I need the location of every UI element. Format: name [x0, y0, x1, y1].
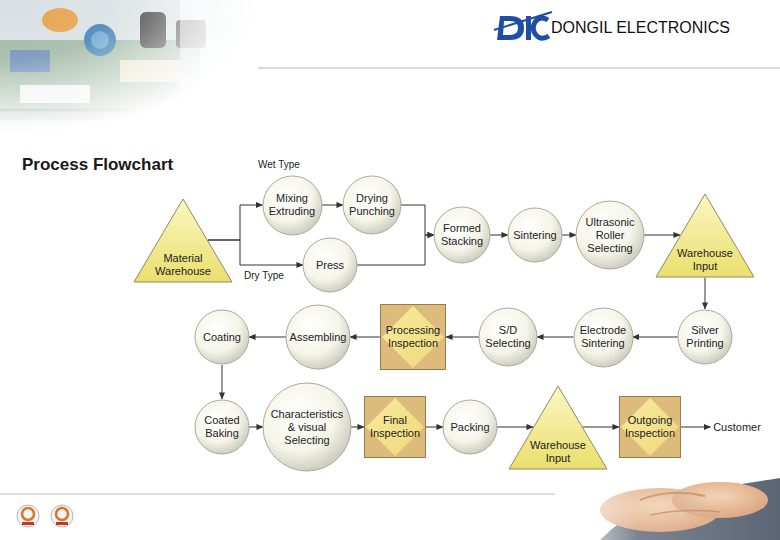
node-label: Coating: [203, 331, 242, 344]
flow-connector: [208, 240, 303, 265]
header-rule: [258, 68, 780, 69]
node-label: Drying Punching: [349, 192, 396, 218]
flow-connector: [426, 427, 443, 428]
node-label: Press: [315, 259, 345, 272]
flow-connector: [644, 235, 680, 236]
flow-connector: [208, 205, 263, 240]
node-label: Packing: [450, 421, 491, 434]
branch-label: Dry Type: [244, 270, 284, 281]
company-logo: [494, 12, 552, 40]
node-label: Processing Inspection: [385, 324, 441, 350]
flow-connector: [497, 427, 533, 428]
process-circle: Ultrasonic Roller Selecting: [575, 200, 645, 270]
process-circle: Characteristics & visual Selecting: [262, 382, 352, 472]
branch-label: Wet Type: [258, 159, 300, 170]
flow-connector: [357, 235, 434, 265]
process-circle: Packing: [442, 399, 498, 455]
process-circle: Drying Punching: [342, 175, 402, 235]
company-name: DONGIL ELECTRONICS: [551, 19, 730, 37]
flow-connector: [562, 235, 576, 236]
node-label: Warehouse Input: [530, 439, 587, 465]
node-label: S/D Selecting: [485, 324, 532, 350]
process-circle: Mixing Extruding: [262, 175, 323, 236]
node-label: Coated Baking: [204, 414, 241, 440]
flow-connector: [249, 337, 286, 338]
certification-logos: [17, 505, 73, 527]
flow-connector: [222, 365, 223, 399]
flow-connector: [681, 427, 711, 428]
process-circle: S/D Selecting: [478, 307, 538, 367]
node-label: Mixing Extruding: [268, 192, 316, 218]
node-label: Warehouse Input: [677, 247, 734, 273]
flow-connector: [249, 427, 263, 428]
node-label: Characteristics & visual Selecting: [270, 408, 344, 447]
inspection-diamond: Final Inspection: [364, 396, 426, 458]
process-circle: Coating: [194, 309, 250, 365]
flow-connector: [401, 205, 434, 235]
inspection-diamond: Outgoing Inspection: [619, 396, 681, 458]
process-circle: Assembling: [285, 304, 351, 370]
circuit-board-photo: [0, 0, 262, 135]
warehouse-triangle: Warehouse Input: [508, 385, 608, 470]
node-label: Outgoing Inspection: [624, 414, 676, 440]
process-circle: Electrode Sintering: [573, 307, 634, 368]
inspection-diamond: Processing Inspection: [380, 304, 446, 370]
warehouse-triangle: Material Warehouse: [133, 198, 233, 283]
node-label: Formed Stacking: [440, 222, 484, 248]
flow-connector: [490, 235, 508, 236]
warehouse-triangle: Warehouse Input: [655, 193, 755, 278]
page-title: Process Flowchart: [22, 155, 173, 175]
flow-connector: [350, 337, 380, 338]
node-label: Electrode Sintering: [579, 324, 627, 350]
flow-connector: [633, 337, 679, 338]
node-label: Final Inspection: [369, 414, 421, 440]
flow-connector: [583, 427, 619, 428]
flow-connector: [446, 337, 479, 338]
process-circle: Formed Stacking: [433, 206, 491, 264]
process-circle: Silver Printing: [677, 309, 733, 365]
flow-connector: [705, 278, 706, 310]
flow-connector: [322, 205, 344, 206]
flow-connector: [537, 337, 574, 338]
node-label: Customer: [713, 421, 762, 434]
process-circle: Coated Baking: [194, 399, 250, 455]
footer-rule: [0, 494, 555, 495]
process-circle: Press: [302, 237, 358, 293]
flow-connector: [351, 427, 364, 428]
node-label: Ultrasonic Roller Selecting: [585, 216, 635, 255]
process-circle: Sintering: [507, 207, 563, 263]
node-label: Material Warehouse: [155, 252, 212, 278]
handshake-photo: [560, 470, 780, 540]
node-label: Assembling: [289, 331, 347, 344]
terminal-label: Customer: [711, 419, 764, 436]
node-label: Silver Printing: [686, 324, 725, 350]
node-label: Sintering: [513, 229, 558, 242]
